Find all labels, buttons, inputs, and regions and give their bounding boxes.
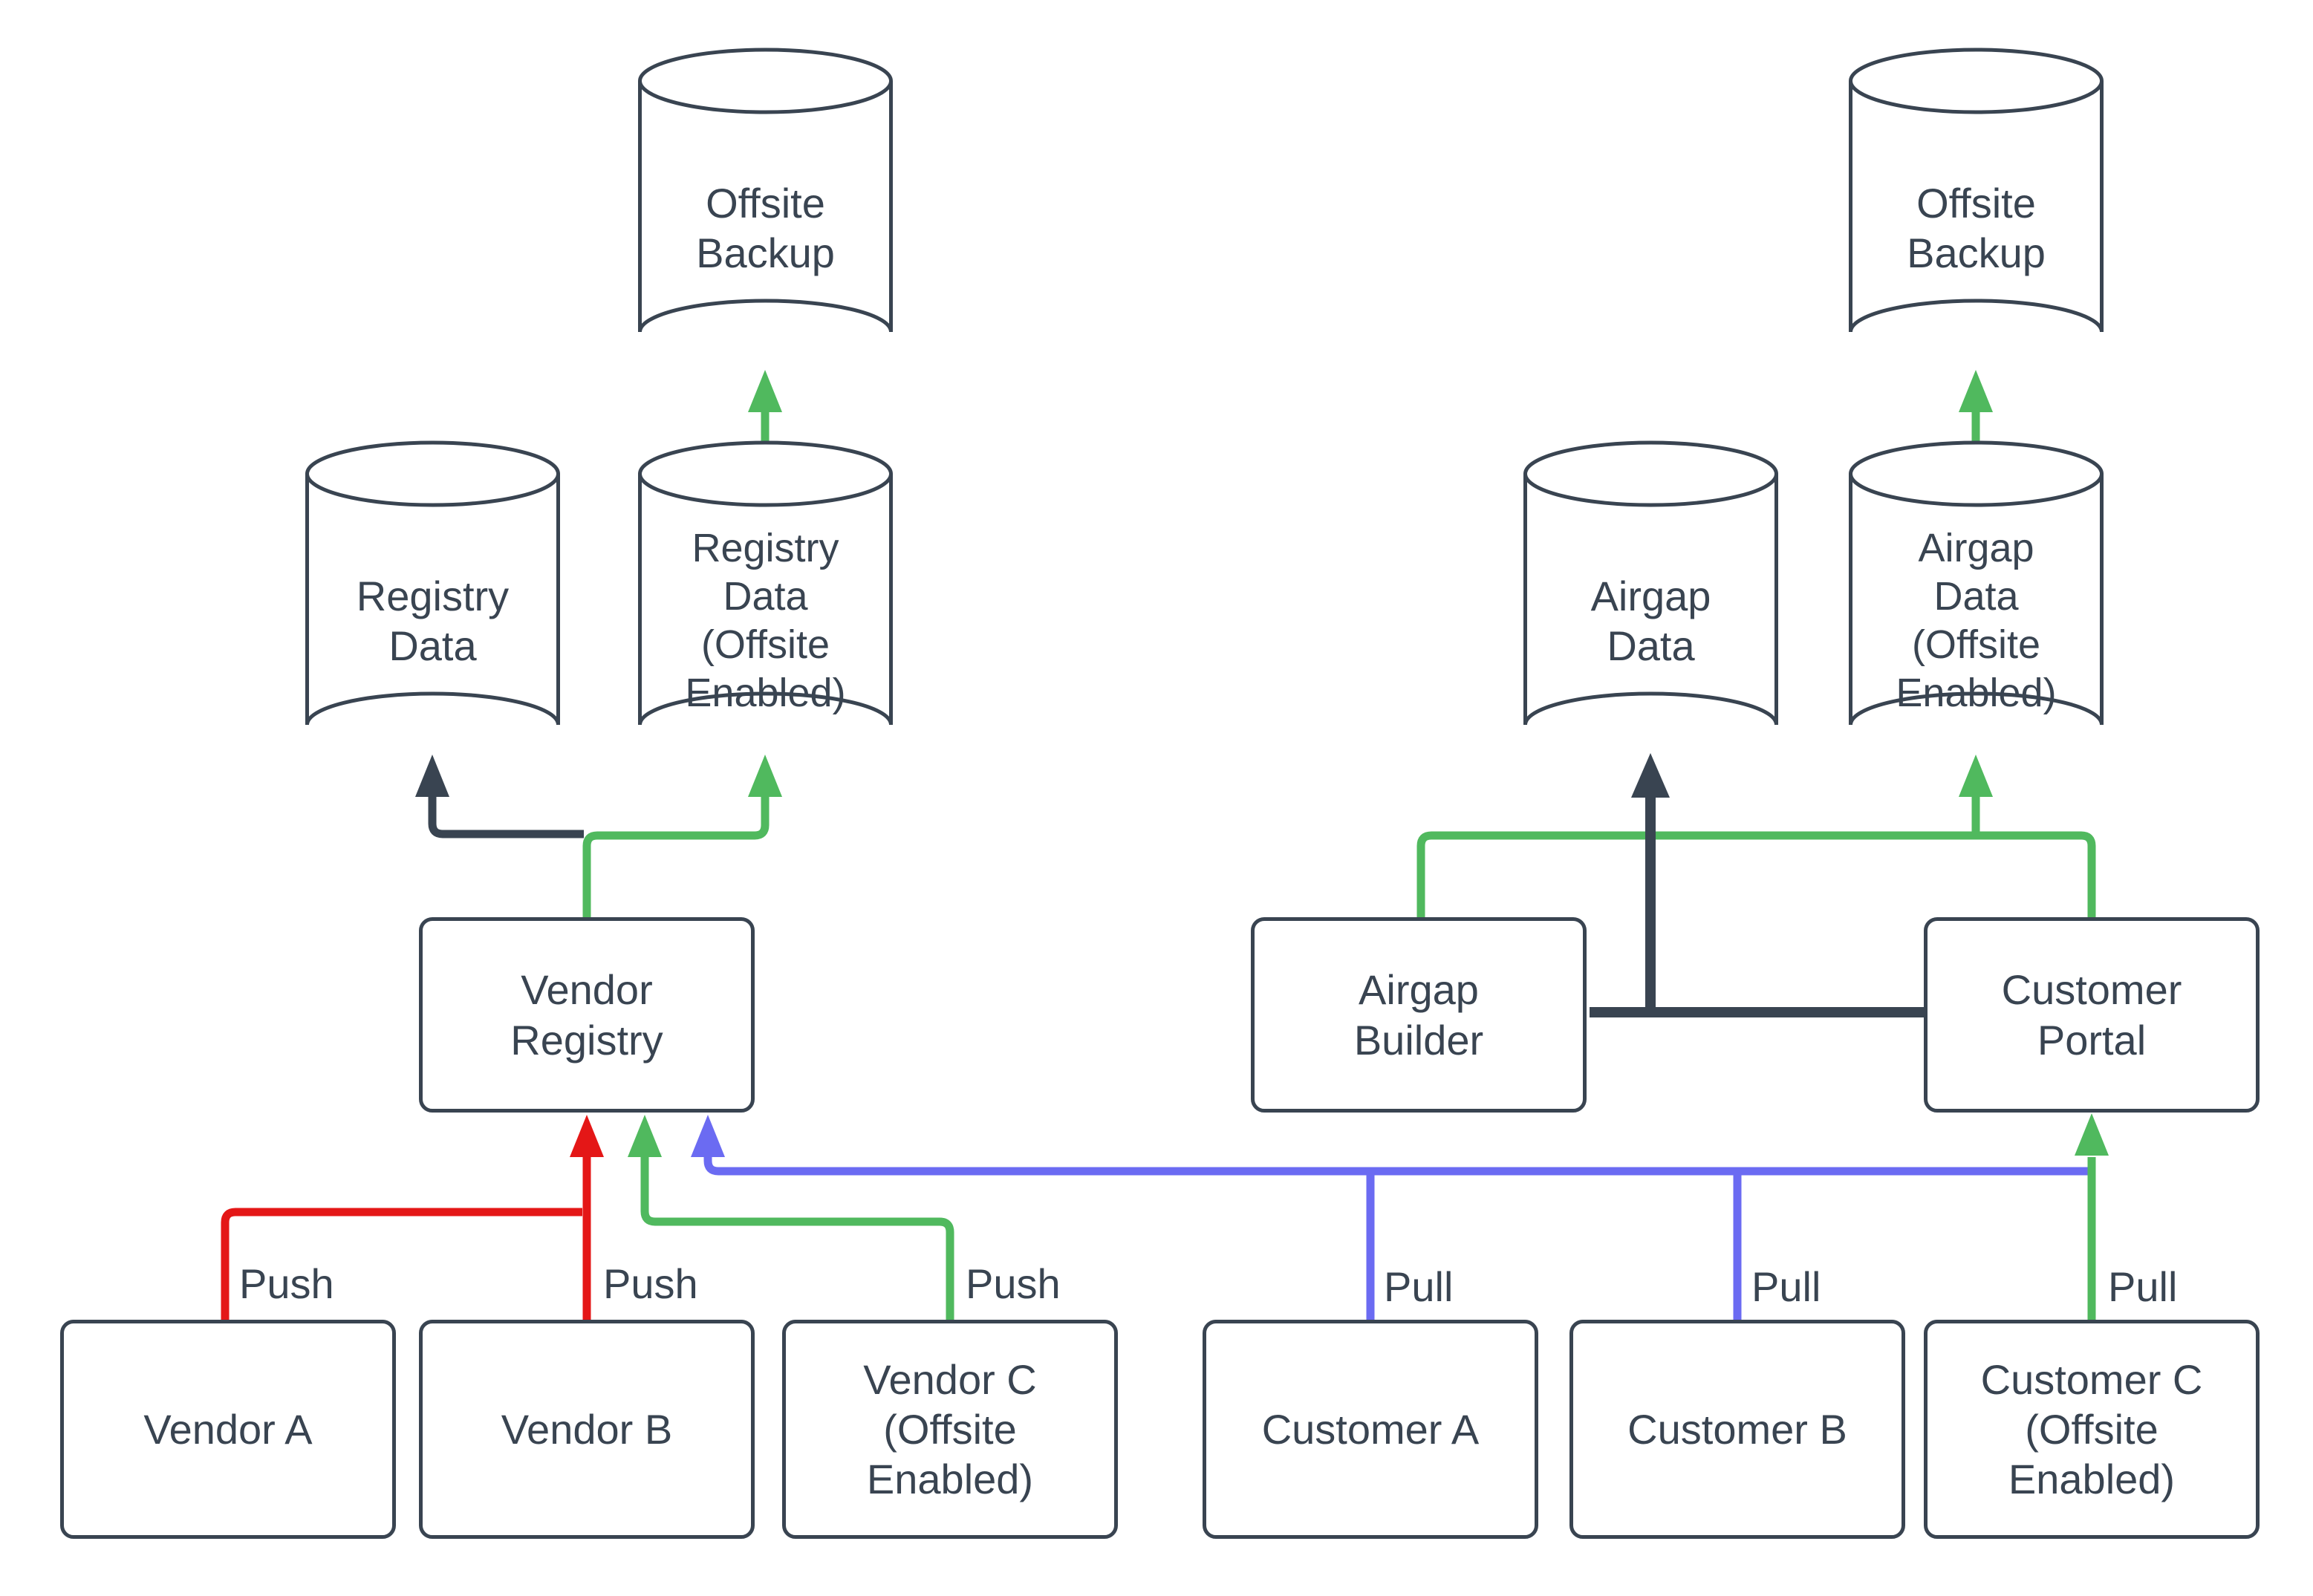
edge-customer-a-b-pull-to-vendor-registry bbox=[691, 1115, 2092, 1320]
node-label: Airgap Builder bbox=[1353, 966, 1484, 1064]
edge-label-pull-customer-c: Pull bbox=[2108, 1263, 2178, 1310]
edge-airgap-data-offsite-to-offsite-backup bbox=[1959, 370, 1993, 443]
edge-to-airgap-data bbox=[1631, 753, 1670, 1012]
cylinder-shape bbox=[1849, 48, 2104, 333]
node-label: Vendor Registry bbox=[510, 966, 663, 1064]
edge-customer-portal-airgap-builder-to-airgap-data-offsite bbox=[1416, 755, 2096, 919]
edge-vendor-registry-to-registry-data-offsite bbox=[582, 755, 782, 917]
node-registry-data-offsite: Registry Data (Offsite Enabled) bbox=[637, 440, 894, 759]
node-label: Vendor A bbox=[143, 1405, 313, 1453]
node-airgap-data-offsite: Airgap Data (Offsite Enabled) bbox=[1848, 440, 2104, 759]
node-vendor-c: Vendor C (Offsite Enabled) bbox=[782, 1320, 1118, 1539]
node-customer-c: Customer C (Offsite Enabled) bbox=[1924, 1320, 2260, 1539]
node-offsite-backup-right: Offsite Backup bbox=[1848, 47, 2104, 366]
edge-label-push-vendor-b: Push bbox=[603, 1260, 698, 1307]
node-customer-portal: Customer Portal bbox=[1924, 917, 2260, 1113]
node-registry-data: Registry Data bbox=[305, 440, 561, 759]
node-customer-b: Customer B bbox=[1569, 1320, 1905, 1539]
node-airgap-data: Airgap Data bbox=[1523, 440, 1779, 759]
node-vendor-registry: Vendor Registry bbox=[419, 917, 755, 1113]
node-label: Offsite Backup bbox=[696, 179, 835, 276]
node-airgap-builder: Airgap Builder bbox=[1251, 917, 1587, 1113]
node-label: Vendor C (Offsite Enabled) bbox=[863, 1355, 1037, 1503]
node-label: Customer C (Offsite Enabled) bbox=[1980, 1355, 2203, 1503]
node-label: Customer B bbox=[1627, 1405, 1847, 1453]
cylinder-shape bbox=[638, 440, 893, 726]
edge-vendor-a-b-push-to-vendor-registry bbox=[221, 1115, 604, 1320]
edge-vendor-c-push-to-vendor-registry bbox=[628, 1115, 954, 1320]
node-offsite-backup-left: Offsite Backup bbox=[637, 47, 894, 366]
edge-label-push-vendor-a: Push bbox=[239, 1260, 334, 1307]
node-label: Customer Portal bbox=[2001, 966, 2182, 1064]
cylinder-shape bbox=[638, 48, 893, 333]
node-vendor-a: Vendor A bbox=[60, 1320, 396, 1539]
cylinder-shape bbox=[305, 440, 560, 726]
node-label: Airgap Data (Offsite Enabled) bbox=[1896, 526, 2057, 715]
cylinder-shape bbox=[1523, 440, 1778, 726]
node-label: Airgap Data bbox=[1590, 572, 1711, 669]
node-label: Offsite Backup bbox=[1907, 179, 2046, 276]
node-label: Registry Data bbox=[356, 572, 510, 669]
edge-label-pull-customer-b: Pull bbox=[1751, 1263, 1821, 1310]
cylinder-shape bbox=[1849, 440, 2104, 726]
edge-vendor-registry-to-registry-data bbox=[415, 755, 584, 838]
node-label: Registry Data (Offsite Enabled) bbox=[685, 526, 846, 715]
node-label: Customer A bbox=[1261, 1405, 1480, 1453]
edge-label-pull-customer-a: Pull bbox=[1384, 1263, 1454, 1310]
node-label: Vendor B bbox=[501, 1405, 673, 1453]
node-vendor-b: Vendor B bbox=[419, 1320, 755, 1539]
edge-customer-c-pull-to-customer-portal bbox=[2075, 1113, 2109, 1320]
node-customer-a: Customer A bbox=[1203, 1320, 1538, 1539]
edge-label-push-vendor-c: Push bbox=[966, 1260, 1061, 1307]
edge-registry-data-offsite-to-offsite-backup bbox=[748, 370, 782, 443]
